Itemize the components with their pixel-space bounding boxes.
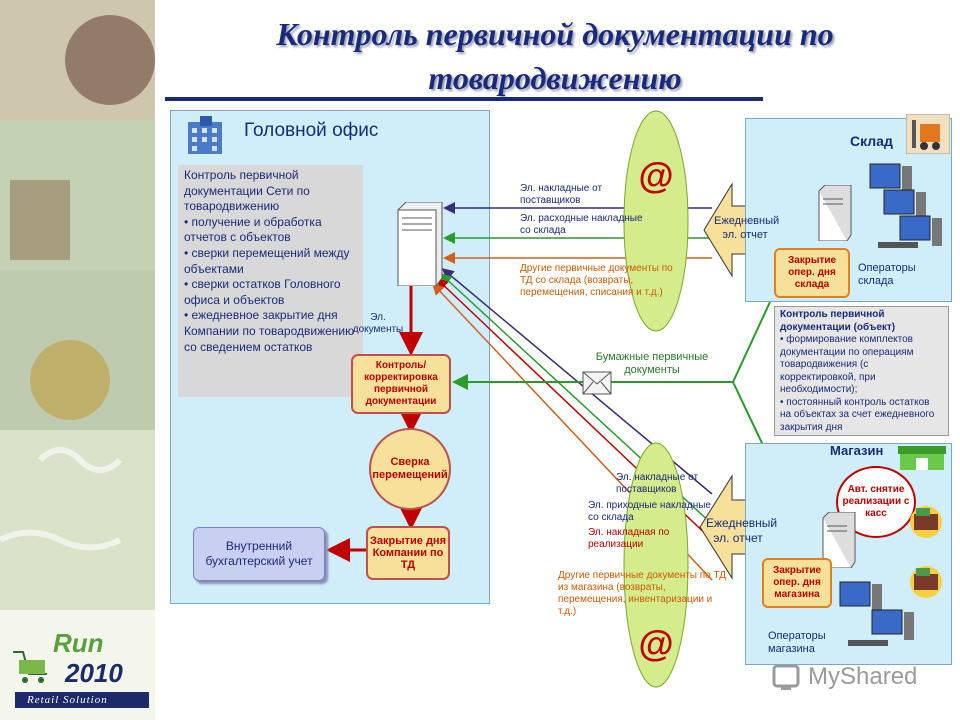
warehouse-server-icon (818, 184, 852, 242)
object-control-heading: Контроль первичной документации (объект) (780, 309, 896, 333)
object-control-item: формирование комплектов документации по … (780, 334, 943, 397)
head-office-control-box: Контроль первичной документации Сети по … (178, 165, 363, 397)
warehouse-operators: Операторы склада (858, 262, 916, 287)
object-control-item: постоянный контроль остатков на объектах… (780, 397, 943, 435)
logo-word: Run (53, 628, 104, 658)
run-2010-logo: Run 2010 Retail Solution (5, 628, 153, 712)
forklift-icon (905, 113, 951, 155)
email-ellipse-warehouse (623, 110, 689, 332)
warehouse-label: Склад (850, 133, 893, 149)
email-at-icon-shop: @ (638, 623, 674, 664)
control-box-item: получение и обработка отчетов с объектов (184, 215, 357, 246)
head-office-label: Головной офис (244, 120, 379, 141)
control-box-item: сверки перемещений между объектами (184, 246, 357, 277)
label-shop-supplier: Эл. накладные от поставщиков (616, 472, 699, 495)
step-control-correction: Контроль/ корректировка первичной докуме… (351, 354, 451, 414)
shop-daily-report: Ежедневный эл. отчет (706, 516, 778, 545)
warehouse-daily-report: Ежедневный эл. отчет (714, 215, 780, 241)
shop-operators: Операторы магазина (768, 630, 826, 655)
label-shop-sales: Эл. накладная по реализации (588, 527, 670, 550)
title-line-2: товародвижению (428, 60, 682, 96)
shop-label: Магазин (830, 443, 884, 458)
cash-register-icon-1 (906, 500, 946, 540)
el-docs-label: Эл. документы (352, 312, 404, 335)
label-shop-other: Другие первичные документы по ТД из мага… (558, 570, 727, 617)
label-shop-incoming: Эл. приходные накладные со склада (588, 500, 711, 523)
cash-register-icon-2 (906, 560, 946, 600)
puzzle-photo-collage (0, 0, 155, 720)
label-warehouse-supplier: Эл. накладные от поставщиков (520, 183, 603, 206)
control-box-heading: Контроль первичной документации Сети по … (184, 168, 310, 214)
decorative-photo-sidebar (0, 0, 155, 720)
warehouse-computers-icon (864, 162, 944, 252)
label-warehouse-other: Другие первичные документы по ТД со скла… (520, 263, 673, 298)
internal-accounting-box: Внутренний бухгалтерский учет (193, 527, 325, 581)
title-line-1: Контроль первичной документации по (276, 16, 834, 52)
envelope-icon (582, 371, 612, 395)
warehouse-closing-step: Закрытие опер. дня склада (774, 248, 850, 298)
shop-closing-step: Закрытие опер. дня магазина (762, 558, 832, 608)
object-control-list: формирование комплектов документации по … (780, 334, 943, 434)
logo-year: 2010 (65, 658, 123, 688)
control-box-item: ежедневное закрытие дня Компании по това… (184, 308, 357, 355)
office-building-icon (182, 116, 226, 156)
label-warehouse-expense: Эл. расходные накладные со склада (520, 213, 643, 236)
server-icon (396, 201, 444, 287)
watermark-text: MyShared (808, 663, 918, 690)
control-box-list: получение и обработка отчетов с объектов… (184, 215, 357, 355)
logo-graphic (13, 651, 149, 708)
step-sverka-circle: Сверка перемещений (369, 428, 451, 510)
paper-from-warehouse (732, 301, 771, 383)
title-underline (165, 97, 763, 101)
watermark-icon (772, 664, 800, 690)
control-box-item: сверки остатков Головного офиса и объект… (184, 277, 357, 308)
shop-building-icon (898, 446, 946, 472)
object-control-box: Контроль первичной документации (объект)… (774, 306, 949, 436)
logo-tagline: Retail Solution (27, 694, 108, 706)
email-ellipse-shop (623, 442, 689, 688)
page-title: Контроль первичной документации по товар… (170, 12, 940, 100)
email-at-icon-warehouse: @ (638, 155, 674, 196)
step-company-closing: Закрытие дня Компании по ТД (366, 526, 450, 580)
shop-computers-icon (838, 580, 918, 652)
myshared-watermark: MyShared (772, 660, 942, 694)
paper-docs-label: Бумажные первичные документы (595, 351, 709, 376)
